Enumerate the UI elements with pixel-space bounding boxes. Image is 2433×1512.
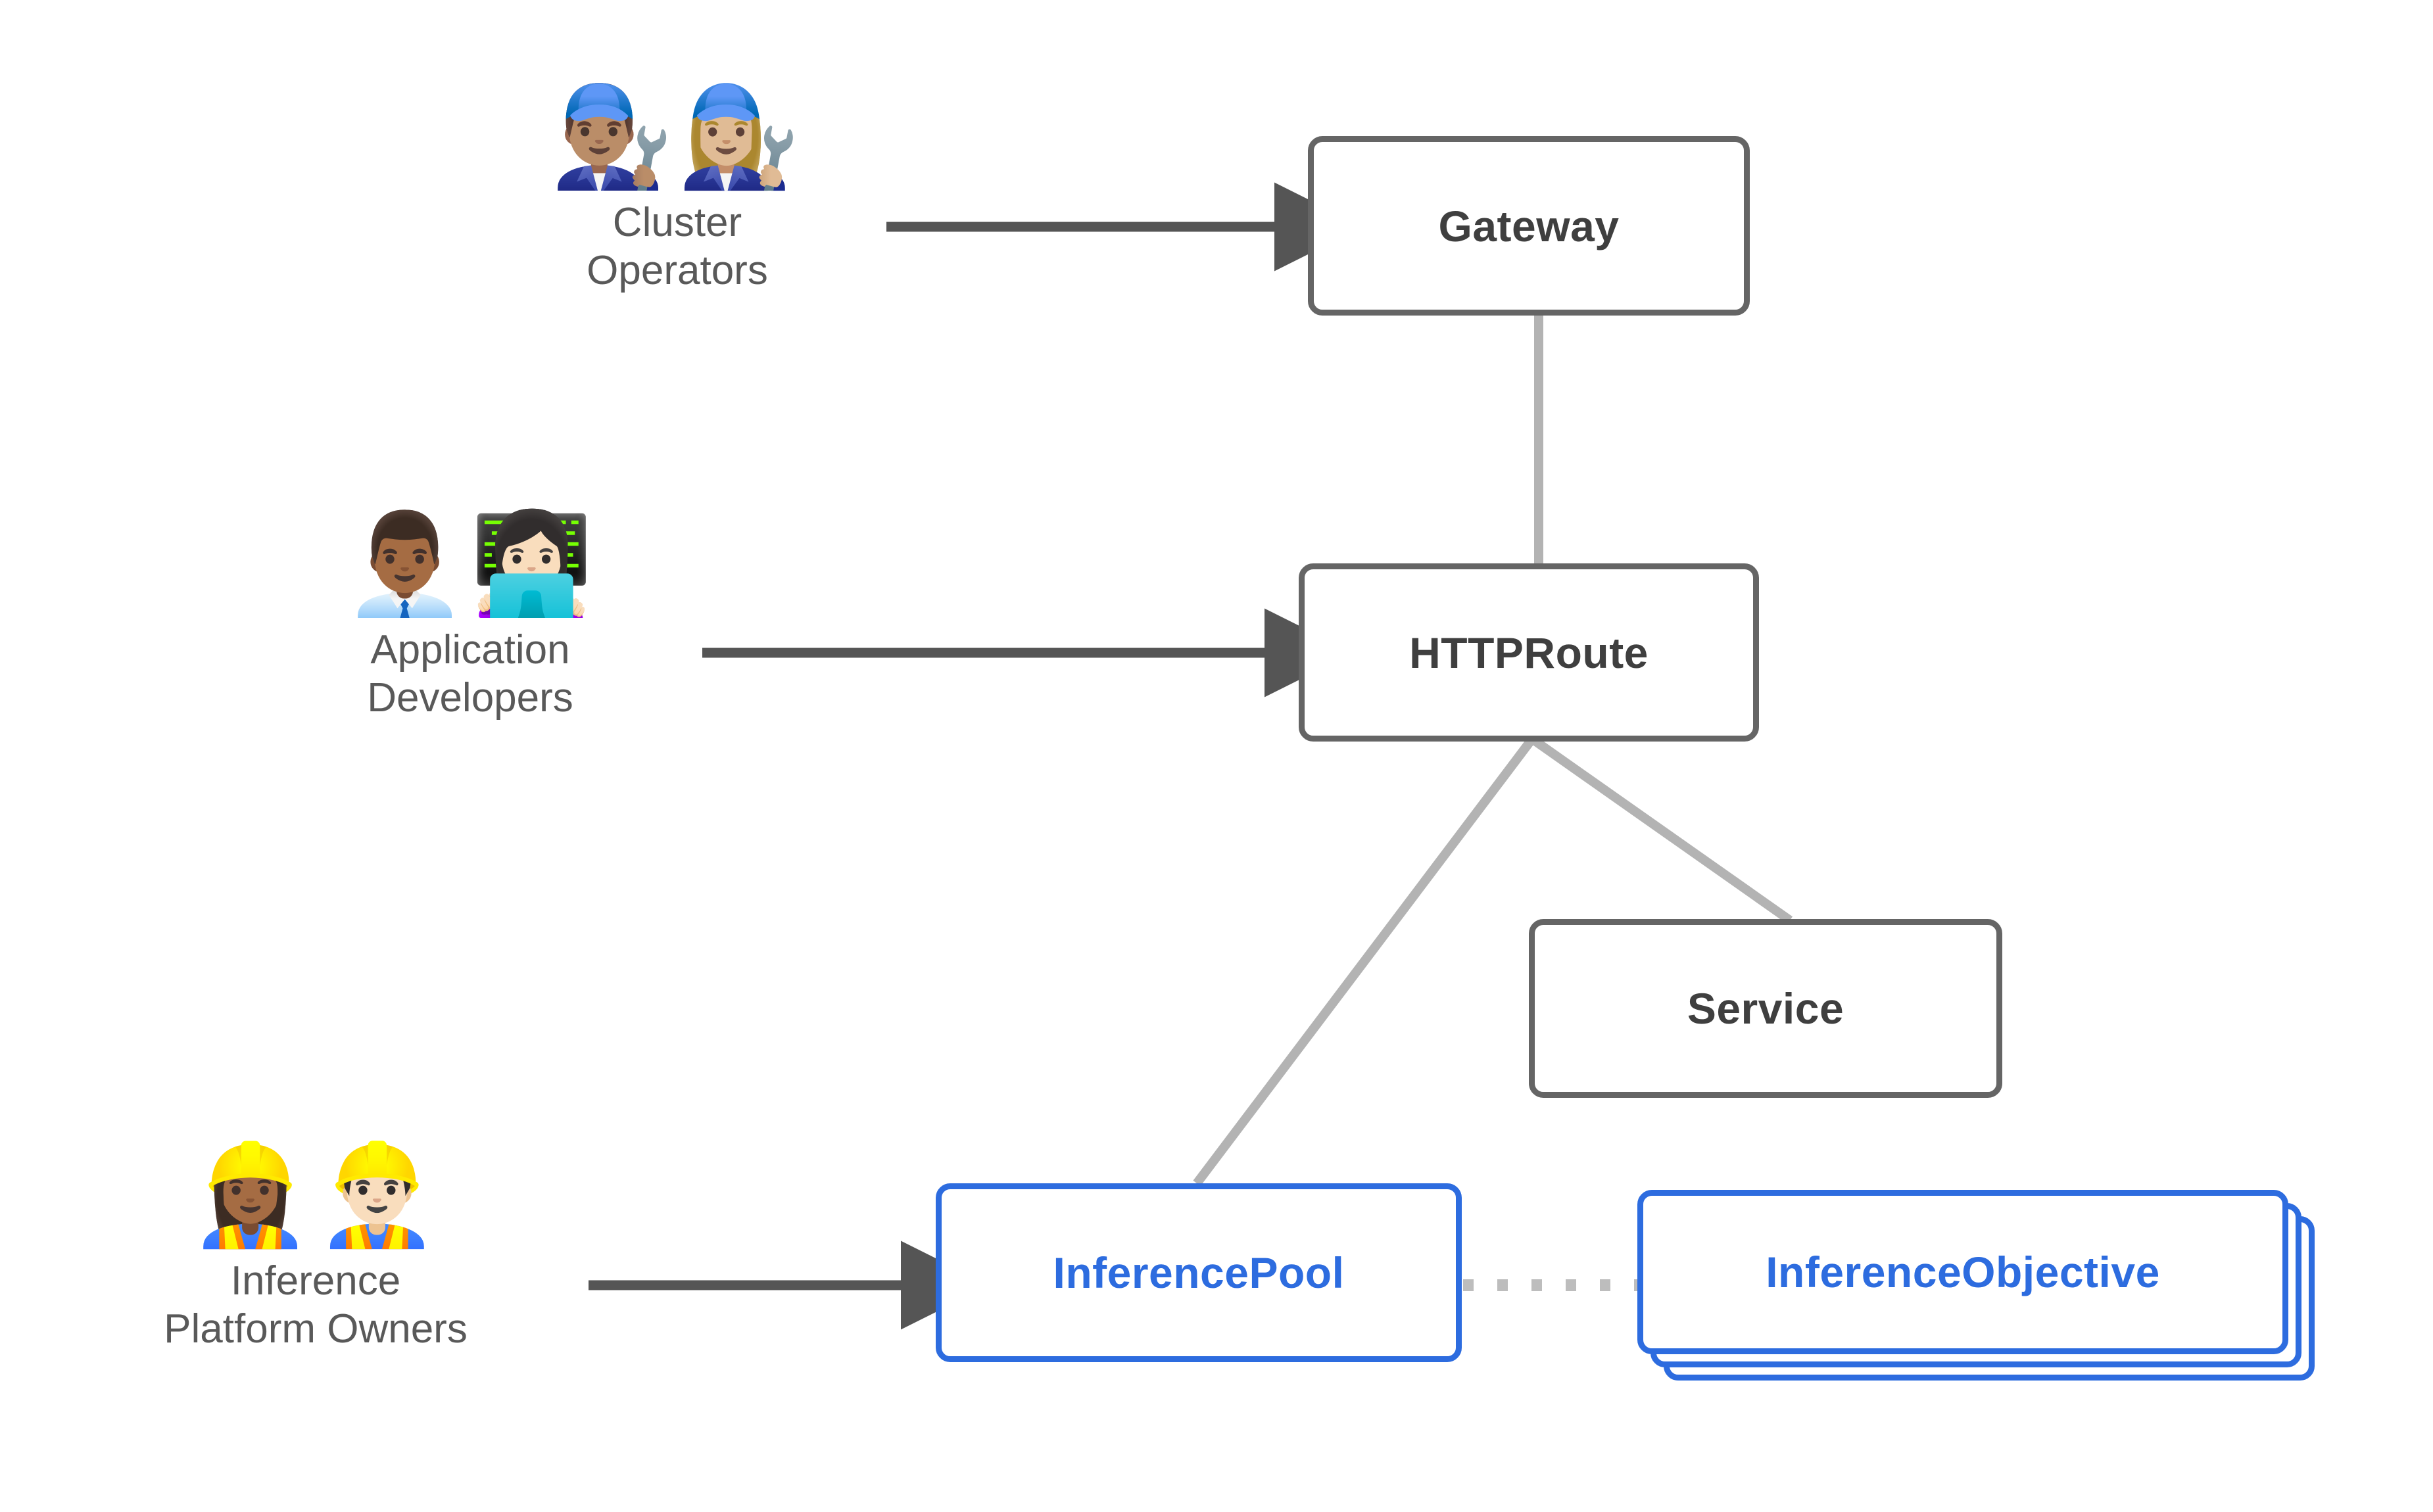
node-inferenceobjective-stack[interactable]: InferenceObjective: [1637, 1190, 2341, 1381]
persona-label-inference-platform-owners: Inference Platform Owners: [164, 1258, 468, 1352]
node-gateway[interactable]: Gateway: [1308, 136, 1750, 316]
node-httproute-label: HTTPRoute: [1409, 628, 1649, 677]
node-gateway-label: Gateway: [1438, 201, 1620, 250]
cluster-operators-avatar-icon: 👨🏽‍🔧👩🏼‍🔧: [550, 80, 804, 194]
persona-label-cluster-operators: Cluster Operators: [587, 199, 768, 293]
persona-label-application-developers: Application Developers: [367, 626, 573, 721]
inference-platform-owners-avatar-icon: 👷🏾‍♀️👷🏻‍♂️: [189, 1138, 443, 1252]
node-inferencepool[interactable]: InferencePool: [936, 1183, 1462, 1362]
node-inferenceobjective[interactable]: InferenceObjective: [1637, 1190, 2288, 1354]
node-inferencepool-label: InferencePool: [1053, 1248, 1345, 1297]
persona-inference-platform-owners: 👷🏾‍♀️👷🏻‍♂️ Inference Platform Owners: [105, 1138, 526, 1353]
persona-cluster-operators: 👨🏽‍🔧👩🏼‍🔧 Cluster Operators: [519, 85, 835, 295]
edge-line-httproute-to-service: [1529, 735, 1793, 924]
application-developers-avatar-icon: 👨🏾‍💼👩🏻‍💻: [343, 507, 597, 621]
node-httproute[interactable]: HTTPRoute: [1299, 563, 1759, 742]
persona-application-developers: 👨🏾‍💼👩🏻‍💻 Application Developers: [306, 507, 635, 722]
node-inferenceobjective-label: InferenceObjective: [1766, 1248, 2160, 1296]
node-service[interactable]: Service: [1529, 919, 2002, 1098]
edge-line-httproute-to-inferencepool: [1193, 736, 1536, 1187]
node-service-label: Service: [1687, 984, 1844, 1033]
